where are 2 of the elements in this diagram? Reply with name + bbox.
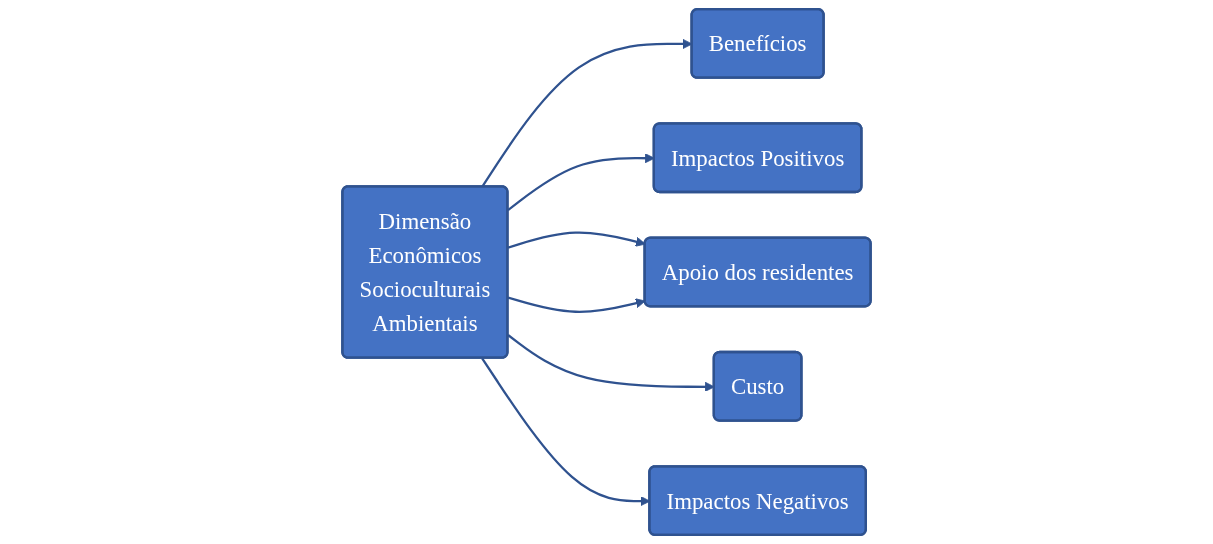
arrow	[507, 296, 646, 313]
arrow	[507, 231, 646, 249]
